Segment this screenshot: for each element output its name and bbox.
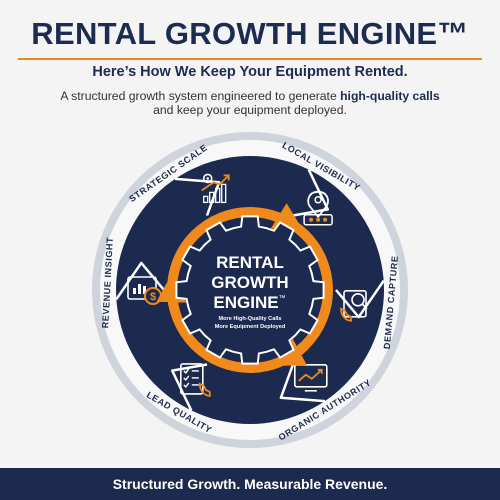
subtitle: Here’s How We Keep Your Equipment Rented… (92, 64, 408, 80)
description-text-2: and keep your equipment deployed. (153, 103, 347, 117)
engine-trademark: ™ (279, 295, 286, 302)
gear-growth-chart-icon (201, 173, 230, 204)
segment-divider (170, 363, 208, 411)
footer-banner: Structured Growth. Measurable Revenue. (0, 468, 500, 500)
description-text: A structured growth system engineered to… (60, 89, 341, 103)
cycle-arrow (269, 203, 304, 232)
engine-line-2: GROWTH (211, 273, 288, 292)
trend-line-screen-icon (293, 363, 328, 392)
svg-text:$: $ (150, 291, 156, 303)
phone-search-icon (340, 289, 368, 322)
cycle-arrow (273, 338, 308, 366)
engine-tagline-2: More Equipment Deployed (215, 324, 286, 330)
segment-divider (175, 177, 221, 216)
engine-tagline-1: More High-Quality Calls (218, 316, 281, 322)
map-pin-rating-icon (303, 190, 333, 226)
segment-label: REVENUE INSIGHT (100, 237, 115, 329)
checklist-phone-icon (180, 363, 211, 397)
segment-divider (279, 364, 325, 403)
description: A structured growth system engineered to… (20, 89, 480, 117)
page-title: RENTAL GROWTH ENGINE™ (31, 16, 469, 51)
title-divider (18, 58, 482, 60)
gear-center (198, 238, 302, 342)
engine-line-3: ENGINE (213, 293, 278, 312)
description-highlight: high-quality calls (340, 89, 440, 103)
engine-line-1: RENTAL (216, 253, 284, 272)
cycle-arrow (156, 272, 187, 311)
segment-divider (292, 169, 330, 217)
cycle-arrows (156, 203, 308, 366)
